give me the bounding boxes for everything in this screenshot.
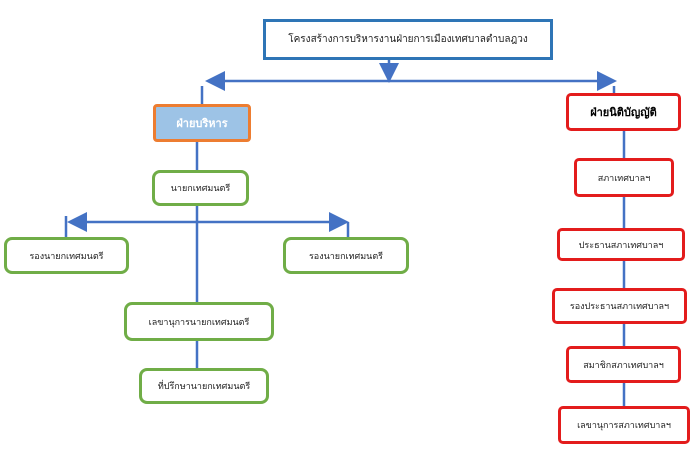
- mayor-advisor-box: ที่ปรึกษานายกเทศมนตรี: [139, 368, 269, 404]
- council-box: สภาเทศบาลฯ: [574, 158, 674, 197]
- mayor-box: นายกเทศมนตรี: [152, 170, 249, 206]
- executive-head-box: ฝ่ายบริหาร: [153, 104, 251, 142]
- council-secretary-box: เลขานุการสภาเทศบาลฯ: [558, 406, 690, 444]
- deputy-mayor-left-box: รองนายกเทศมนตรี: [4, 237, 129, 274]
- council-vice-president-box: รองประธานสภาเทศบาลฯ: [552, 288, 687, 324]
- council-member-box: สมาชิกสภาเทศบาลฯ: [566, 346, 681, 383]
- mayor-secretary-box: เลขานุการนายกเทศมนตรี: [124, 302, 274, 341]
- chart-title-box: โครงสร้างการบริหารงานฝ่ายการเมืองเทศบาลต…: [263, 19, 553, 60]
- council-president-box: ประธานสภาเทศบาลฯ: [557, 228, 685, 261]
- legislative-head-box: ฝ่ายนิติบัญญัติ: [566, 93, 681, 131]
- deputy-mayor-right-box: รองนายกเทศมนตรี: [283, 237, 409, 274]
